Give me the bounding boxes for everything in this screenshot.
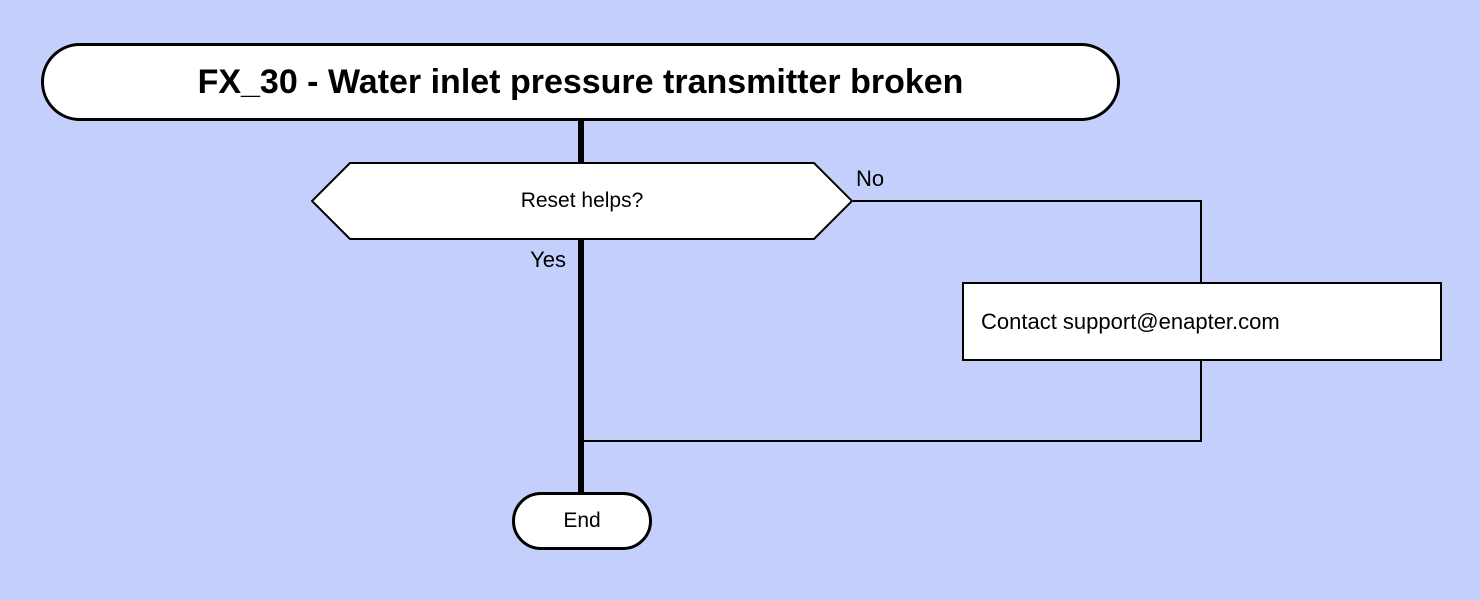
hexagon-shape <box>311 162 853 240</box>
connector-title-to-decision <box>578 119 584 164</box>
decision-label: Reset helps? <box>520 189 644 212</box>
action-label: Contact support@enapter.com <box>981 308 1280 334</box>
no-branch-label: No <box>856 166 885 191</box>
title-node: FX_30 - Water inlet pressure transmitter… <box>41 43 1120 121</box>
yes-branch-label: Yes <box>530 247 566 272</box>
title-label: FX_30 - Water inlet pressure transmitter… <box>197 62 964 101</box>
end-label: End <box>563 509 601 532</box>
end-node: End <box>512 492 652 550</box>
action-node: Contact support@enapter.com <box>962 282 1442 361</box>
hexagon-polygon <box>311 162 853 240</box>
connector-decision-to-end <box>578 239 584 494</box>
decision-node: Reset helps? <box>311 162 853 240</box>
